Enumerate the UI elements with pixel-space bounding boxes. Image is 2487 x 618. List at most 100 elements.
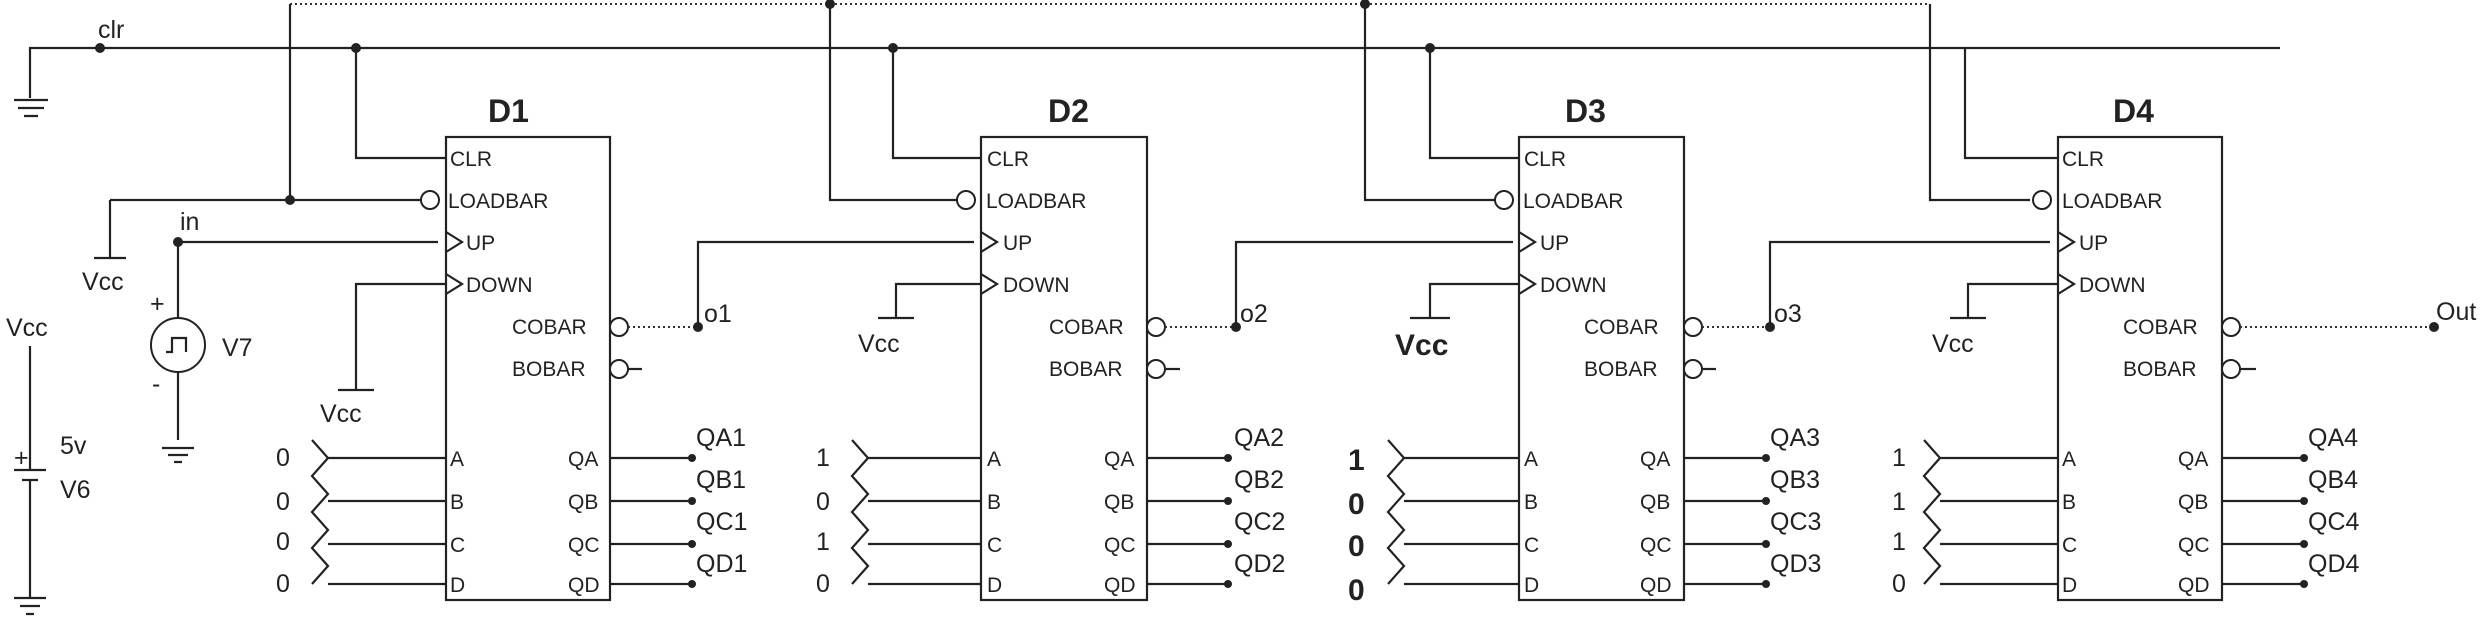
- output-node: [1224, 540, 1232, 548]
- pin-qd: QD: [1104, 574, 1136, 597]
- up-clock-icon: [445, 231, 465, 253]
- output-node: [2300, 454, 2308, 462]
- cobar-bubble: [609, 317, 629, 337]
- down-wire: [878, 282, 981, 320]
- clr-bus: [28, 46, 2280, 160]
- carry-wire-up: [1234, 240, 1513, 327]
- pin-up: UP: [466, 232, 495, 255]
- output-qd-label: QD3: [1770, 550, 1821, 578]
- output-node: [1224, 497, 1232, 505]
- output-node: [688, 497, 696, 505]
- pin-qc: QC: [1640, 534, 1672, 557]
- load-bus-drops: [288, 4, 2030, 202]
- counter-d3: D3 CLR LOADBAR UP DOWN Vcc COBAR BOBAR o…: [1348, 93, 2050, 607]
- bobar-bubble: [2221, 359, 2241, 379]
- pin-qb: QB: [1640, 491, 1670, 514]
- output-qa-label: QA4: [2308, 424, 2358, 452]
- input-b-value: 0: [1348, 488, 1365, 521]
- pin-qb: QB: [2178, 491, 2208, 514]
- input-a-value: 1: [816, 444, 830, 472]
- output-qa-label: QA3: [1770, 424, 1820, 452]
- output-qc-label: QC4: [2308, 508, 2360, 536]
- in-node: [173, 237, 183, 247]
- pin-cobar: COBAR: [512, 316, 587, 339]
- output-node: [2300, 497, 2308, 505]
- preset-inputs: 1 0 0 0: [1348, 439, 1519, 607]
- input-c-value: 1: [1892, 528, 1906, 556]
- down-wire: [1950, 282, 2058, 320]
- v7-label: V7: [222, 334, 253, 362]
- battery-voltage: 5v: [60, 432, 87, 460]
- bobar-bubble: [1683, 359, 1703, 379]
- in-wire: [176, 240, 438, 318]
- junction: [1360, 0, 1370, 9]
- output-node: [1762, 454, 1770, 462]
- carry-wire-up: [696, 240, 974, 327]
- cobar-bubble: [1683, 317, 1703, 337]
- pin-qc: QC: [2178, 534, 2210, 557]
- cobar-bubble: [1146, 317, 1166, 337]
- bobar-bubble: [609, 359, 629, 379]
- pin-loadbar: LOADBAR: [986, 190, 1086, 213]
- battery-plus: +: [14, 444, 29, 472]
- v7-minus: -: [152, 370, 160, 398]
- pin-clr: CLR: [450, 148, 492, 171]
- output-wires: [610, 456, 692, 586]
- battery-vcc-label: Vcc: [6, 314, 48, 342]
- ac-wave-icon: [166, 336, 188, 354]
- output-node: [688, 580, 696, 588]
- pin-qa: QA: [568, 448, 598, 471]
- pin-d: D: [450, 574, 465, 597]
- pin-qa: QA: [1104, 448, 1134, 471]
- pin-cobar: COBAR: [2123, 316, 2198, 339]
- counter-d1: D1 CLR LOADBAR UP DOWN Vcc COBAR BOBAR o…: [276, 93, 974, 602]
- bus-entry-icon: [850, 439, 981, 586]
- loadbar-wire-d1: [108, 198, 420, 258]
- counter-body: [979, 135, 1149, 602]
- output-node: [2300, 540, 2308, 548]
- pin-c: C: [2062, 534, 2077, 557]
- output-qd-label: QD1: [696, 550, 747, 578]
- output-qb-label: QB1: [696, 466, 746, 494]
- input-c-value: 1: [816, 528, 830, 556]
- pin-qc: QC: [1104, 534, 1136, 557]
- down-clock-icon: [445, 273, 465, 295]
- output-node: [688, 540, 696, 548]
- pin-qb: QB: [1104, 491, 1134, 514]
- clr-label: clr: [98, 16, 124, 44]
- bus-entry-icon: [1922, 439, 2058, 586]
- down-vcc-label: Vcc: [1395, 329, 1448, 362]
- pin-a: A: [2062, 448, 2076, 471]
- down-wire: [338, 282, 446, 392]
- output-qa-label: QA2: [1234, 424, 1284, 452]
- pin-d: D: [987, 574, 1002, 597]
- counter-body: [444, 135, 612, 602]
- pin-c: C: [1524, 534, 1539, 557]
- down-clock-icon: [1518, 273, 1538, 295]
- pin-qc: QC: [568, 534, 600, 557]
- down-clock-icon: [980, 273, 1000, 295]
- output-node: [1762, 497, 1770, 505]
- up-clock-icon: [1518, 231, 1538, 253]
- pin-b: B: [1524, 491, 1538, 514]
- pin-bobar: BOBAR: [1584, 358, 1658, 381]
- pin-down: DOWN: [1540, 274, 1607, 297]
- pin-cobar: COBAR: [1584, 316, 1659, 339]
- pin-d: D: [2062, 574, 2077, 597]
- input-d-value: 0: [1348, 574, 1365, 607]
- input-d-value: 0: [816, 570, 830, 598]
- preset-inputs: 0 0 0 0: [276, 439, 446, 598]
- input-c-value: 0: [276, 528, 290, 556]
- pin-c: C: [450, 534, 465, 557]
- counter-body: [1517, 135, 1686, 602]
- v7-plus: +: [150, 290, 165, 318]
- counter-title: D4: [2113, 93, 2154, 129]
- ac-source-icon: [150, 317, 206, 373]
- pin-bobar: BOBAR: [1049, 358, 1123, 381]
- cobar-bubble: [2221, 317, 2241, 337]
- loadbar-bubble: [420, 190, 440, 210]
- down-vcc-label: Vcc: [1932, 330, 1974, 358]
- pin-qa: QA: [2178, 448, 2208, 471]
- in-label: in: [180, 208, 199, 236]
- ground-icon: [14, 98, 48, 118]
